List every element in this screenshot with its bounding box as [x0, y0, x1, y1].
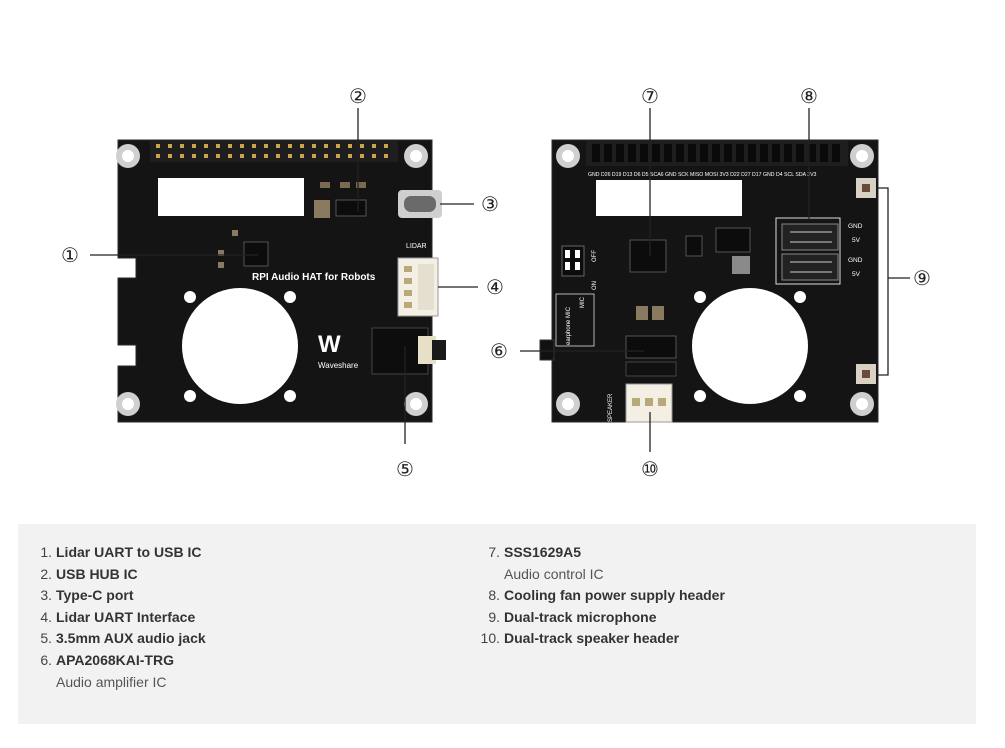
legend-item-label: Dual-track speaker header	[504, 630, 680, 647]
callout-3: ③	[481, 192, 499, 216]
lidar-label: LIDAR	[406, 243, 427, 250]
microphone-bottom	[856, 364, 876, 384]
legend-item-label: Type-C port	[56, 587, 134, 604]
speaker-header	[625, 383, 673, 423]
switch-on-label: ON	[592, 281, 598, 290]
legend-item-number: 2.	[40, 565, 52, 582]
fan-power-header	[775, 217, 841, 285]
legend-left-column: 1.Lidar UART to USB IC 2.USB HUB IC 3.Ty…	[18, 542, 458, 693]
legend-item-number: 8.	[488, 587, 500, 604]
back-pin-labels: GND D26 D19 D13 D6 D5 SCA6 GND SCK MISO …	[588, 172, 817, 178]
speaker-label: SPEAKER	[608, 393, 614, 422]
lidar-connector	[397, 257, 439, 317]
legend-item: 6.APA2068KAI-TRG Audio amplifier IC	[18, 650, 458, 693]
earphone-mic-label: earphone MIC	[566, 306, 572, 345]
callout-lines	[90, 108, 910, 452]
legend-item-label: Lidar UART to USB IC	[56, 544, 202, 560]
brand-name: Waveshare	[318, 361, 359, 370]
audio-jack	[371, 327, 446, 375]
back-cutout	[596, 180, 742, 216]
back-board: GND D26 D19 D13 D6 D5 SCA6 GND SCK MISO …	[539, 139, 879, 423]
legend-item-number: 10.	[480, 630, 500, 647]
callout-8: ⑧	[800, 84, 818, 108]
legend-item-label: Dual-track microphone	[504, 608, 657, 625]
legend-panel: 1.Lidar UART to USB IC 2.USB HUB IC 3.Ty…	[18, 524, 976, 724]
front-fan-hole	[182, 288, 298, 404]
callout-5: ⑤	[396, 457, 414, 481]
legend-item-number: 7.	[488, 544, 500, 560]
legend-item-number: 6.	[40, 651, 52, 668]
fan-gnd-label-2: GND	[848, 257, 863, 264]
legend-item: 1.Lidar UART to USB IC	[18, 542, 458, 564]
legend-item-subtitle: Audio amplifier IC	[56, 673, 167, 690]
legend-item: 9.Dual-track microphone	[466, 607, 966, 629]
back-fan-hole	[692, 288, 808, 404]
legend-item-label: APA2068KAI-TRG Audio amplifier IC	[56, 650, 174, 693]
legend-item-title: APA2068KAI-TRG	[56, 651, 174, 668]
callout-10: ⑩	[641, 457, 659, 481]
mic-frame	[555, 293, 595, 347]
lidar-uart-ic	[218, 230, 269, 268]
mic-switches	[561, 245, 585, 277]
legend-item-label: Cooling fan power supply header	[504, 587, 725, 604]
callout-6: ⑥	[490, 339, 508, 363]
legend-item-number: 1.	[40, 544, 52, 560]
legend-item-number: 5.	[40, 630, 52, 647]
legend-item: 5.3.5mm AUX audio jack	[18, 628, 458, 650]
side-jack	[539, 339, 555, 361]
legend-item-label: USB HUB IC	[56, 565, 138, 582]
back-mounting-holes	[556, 144, 874, 416]
brand-mark: W	[318, 331, 341, 358]
legend-item: 3.Type-C port	[18, 585, 458, 607]
front-cutout	[158, 178, 304, 216]
callout-1: ①	[61, 243, 79, 267]
callout-9: ⑨	[913, 266, 931, 290]
fan-gnd-label-1: GND	[848, 223, 863, 230]
switch-off-label: OFF	[592, 250, 598, 262]
legend-item: 8.Cooling fan power supply header	[466, 585, 966, 607]
legend-item: 2.USB HUB IC	[18, 564, 458, 586]
callout-4: ④	[486, 275, 504, 299]
callout-7: ⑦	[641, 84, 659, 108]
legend-item-title: SSS1629A5	[504, 544, 582, 560]
board-title-text: RPI Audio HAT for Robots	[252, 272, 376, 283]
legend-item: 10.Dual-track speaker header	[466, 628, 966, 650]
legend-item-subtitle: Audio control IC	[504, 565, 604, 582]
legend-item-number: 9.	[488, 608, 500, 625]
legend-item-number: 4.	[40, 608, 52, 625]
legend-item: 4.Lidar UART Interface	[18, 607, 458, 629]
legend-item-label: 3.5mm AUX audio jack	[56, 630, 206, 647]
legend-item-label: Lidar UART Interface	[56, 608, 196, 625]
amplifier-ic	[625, 306, 677, 377]
fan-5v-label-1: 5V	[852, 237, 861, 244]
front-gpio-header	[150, 140, 398, 162]
front-mounting-holes	[116, 144, 428, 416]
front-board: RPI Audio HAT for Robots LIDAR W Wavesha…	[116, 139, 446, 423]
fan-5v-label-2: 5V	[852, 271, 861, 278]
microphone-top	[856, 178, 876, 198]
mic-label: MIC	[580, 296, 586, 308]
callout-2: ②	[349, 84, 367, 108]
type-c-port	[398, 190, 442, 218]
board-diagram: RPI Audio HAT for Robots LIDAR W Wavesha…	[61, 84, 931, 481]
audio-control-ic	[629, 227, 751, 274]
back-gpio-header	[586, 140, 848, 166]
legend-item-number: 3.	[40, 587, 52, 604]
